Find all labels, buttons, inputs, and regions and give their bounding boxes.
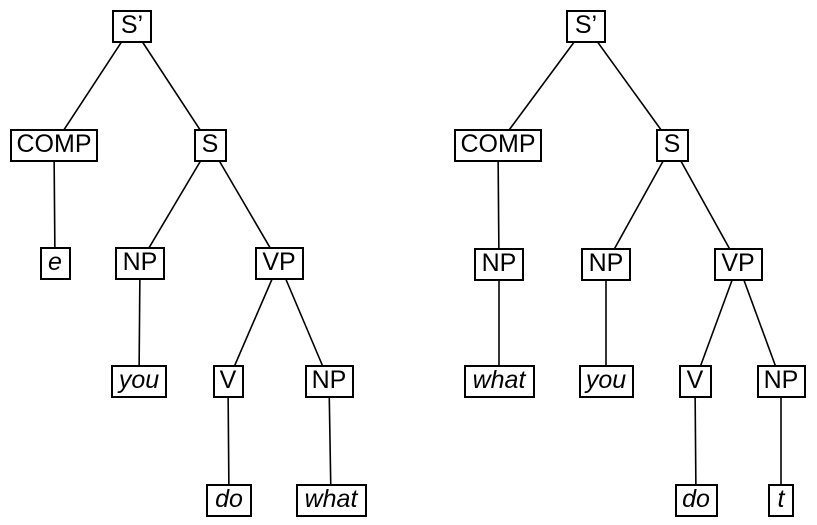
- tree-right-node-np-subject: NP: [581, 247, 631, 281]
- tree-left-node-comp: COMP: [10, 128, 98, 162]
- tree-left-edge-s-bar-s: [131, 25, 211, 146]
- tree-left-edge-vp-v: [227, 262, 280, 382]
- node-label: do: [682, 484, 710, 513]
- tree-left-edge-v-do: [227, 380, 230, 501]
- tree-left-node-you: you: [111, 364, 167, 398]
- tree-right-node-s: S: [655, 128, 689, 162]
- tree-left-node-s-bar: S’: [112, 9, 152, 43]
- node-label: S’: [120, 10, 144, 39]
- node-label: you: [585, 365, 627, 394]
- node-label: NP: [481, 248, 517, 277]
- tree-left-node-e: e: [39, 246, 71, 280]
- tree-right-edge-s-bar-s: [585, 25, 673, 146]
- tree-right-node-you: you: [578, 364, 634, 398]
- node-label: VP: [721, 248, 755, 277]
- node-label: do: [215, 484, 243, 513]
- node-label: VP: [262, 247, 296, 276]
- tree-right-node-what: what: [463, 364, 535, 398]
- node-label: S: [201, 129, 219, 158]
- tree-right-node-np-comp: NP: [474, 247, 524, 281]
- tree-left-node-np-object: NP: [304, 364, 354, 398]
- tree-right-edge-s-bar-comp: [497, 25, 587, 146]
- node-label: NP: [311, 365, 347, 394]
- tree-right-node-s-bar: S’: [566, 9, 606, 43]
- tree-left-edge-vp-np-object: [278, 262, 330, 382]
- node-label: what: [472, 365, 526, 394]
- node-label: S: [663, 129, 681, 158]
- node-label: S’: [574, 10, 598, 39]
- tree-right-edge-s-np-subject: [605, 144, 673, 265]
- tree-right-node-t: t: [768, 483, 794, 517]
- tree-left-edge-s-bar-comp: [53, 25, 133, 146]
- node-label: COMP: [16, 129, 92, 158]
- tree-right-node-do: do: [674, 483, 718, 517]
- tree-right-node-vp: VP: [713, 247, 763, 281]
- tree-left-node-what: what: [295, 483, 367, 517]
- node-label: e: [48, 247, 62, 276]
- tree-left-edge-s-np-subject: [139, 144, 211, 264]
- tree-left-edge-np-subject-you: [138, 262, 141, 382]
- tree-left-edge-np-object-what: [328, 380, 332, 501]
- tree-left-node-v: V: [212, 364, 244, 398]
- node-label: t: [777, 484, 785, 513]
- tree-right-edge-vp-np-object: [737, 263, 782, 382]
- tree-right-node-comp: COMP: [454, 128, 542, 162]
- tree-right-edge-v-do: [694, 380, 697, 501]
- tree-left-node-vp: VP: [254, 246, 304, 280]
- tree-right-node-np-object: NP: [756, 364, 806, 398]
- node-label: you: [118, 365, 160, 394]
- tree-left-node-s: S: [193, 128, 227, 162]
- node-label: COMP: [460, 129, 536, 158]
- node-label: NP: [588, 248, 624, 277]
- node-label: NP: [122, 247, 158, 276]
- node-label: V: [219, 365, 237, 394]
- tree-right-node-v: V: [678, 364, 712, 398]
- node-label: NP: [763, 365, 799, 394]
- tree-right-edge-comp-np-comp: [497, 144, 500, 265]
- tree-right-edge-vp-v: [694, 263, 739, 382]
- tree-left-edge-comp-e: [53, 144, 56, 264]
- tree-right-edge-s-vp: [671, 144, 739, 265]
- tree-left-edge-s-vp: [209, 144, 280, 264]
- node-label: what: [304, 484, 358, 513]
- tree-left-node-np-subject: NP: [115, 246, 165, 280]
- node-label: V: [686, 365, 704, 394]
- tree-left-node-do: do: [206, 483, 252, 517]
